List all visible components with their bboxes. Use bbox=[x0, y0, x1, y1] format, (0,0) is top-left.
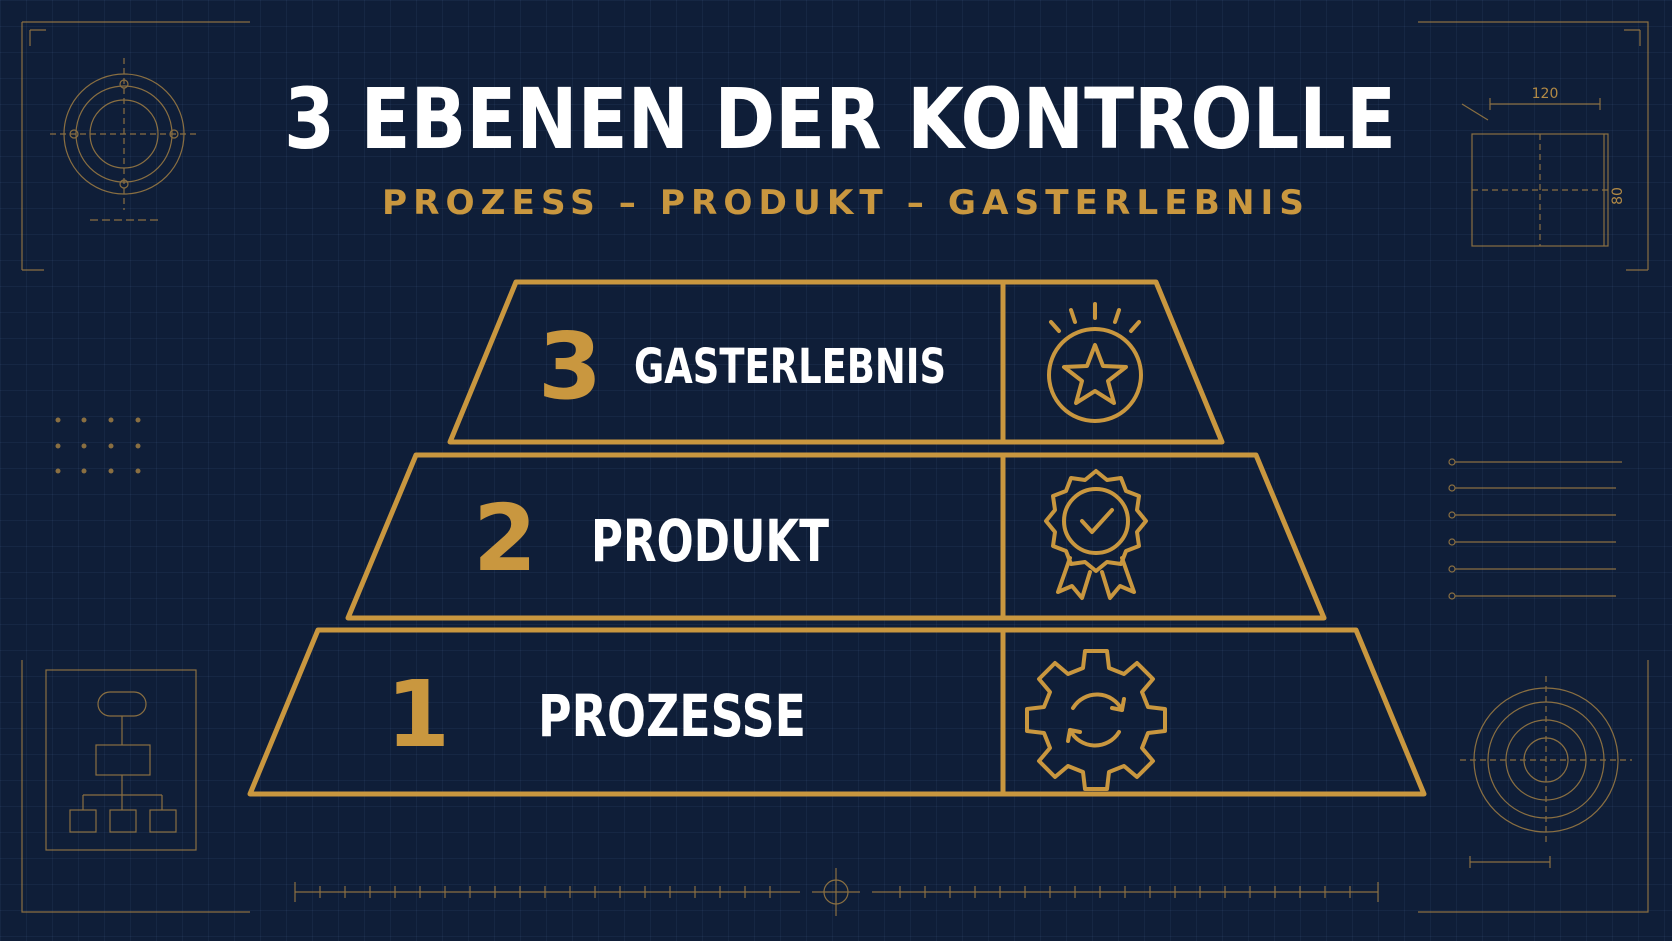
level-2-number: 2 bbox=[473, 485, 537, 592]
corner-bracket-top-left bbox=[21, 21, 250, 271]
pyramid-level-2 bbox=[345, 452, 1327, 621]
dimension-height-label: 80 bbox=[1610, 187, 1626, 205]
circle-schematic-bottom-right bbox=[1460, 676, 1632, 868]
corner-bracket-top-right bbox=[1418, 21, 1649, 271]
circle-schematic-top-left bbox=[50, 58, 200, 221]
pyramid-level-3 bbox=[447, 279, 1225, 445]
award-rosette-icon bbox=[1044, 469, 1148, 600]
dimension-width-label: 120 bbox=[1532, 86, 1559, 102]
corner-bracket-bottom-left bbox=[21, 660, 250, 913]
pyramid bbox=[247, 279, 1427, 797]
page-subtitle: PROZESS – PRODUKT – GASTERLEBNIS bbox=[382, 183, 1310, 223]
level-1-label: PROZESSE bbox=[538, 682, 806, 750]
corner-bracket-bottom-right bbox=[1418, 660, 1649, 913]
pyramid-level-1 bbox=[247, 627, 1427, 797]
flowchart-sketch-bottom-left bbox=[45, 669, 197, 851]
level-3-number: 3 bbox=[538, 313, 602, 420]
level-1-number: 1 bbox=[386, 661, 450, 768]
level-2-label: PRODUKT bbox=[591, 507, 829, 575]
dot-grid-left bbox=[55, 417, 141, 474]
bottom-ruler bbox=[294, 868, 1379, 916]
page-title: 3 EBENEN DER KONTROLLE bbox=[284, 70, 1396, 168]
pyramid-tier-middle bbox=[345, 452, 1327, 621]
pyramid-tier-top bbox=[447, 279, 1225, 445]
gear-cycle-icon bbox=[1025, 649, 1167, 791]
level-3-label: GASTERLEBNIS bbox=[634, 339, 946, 395]
spec-lines-right bbox=[1448, 458, 1622, 600]
blueprint-decorations bbox=[21, 21, 1649, 916]
star-badge-icon bbox=[1047, 302, 1143, 423]
pyramid-tier-bottom bbox=[247, 627, 1427, 797]
dimension-drawing-top-right bbox=[1461, 98, 1609, 247]
